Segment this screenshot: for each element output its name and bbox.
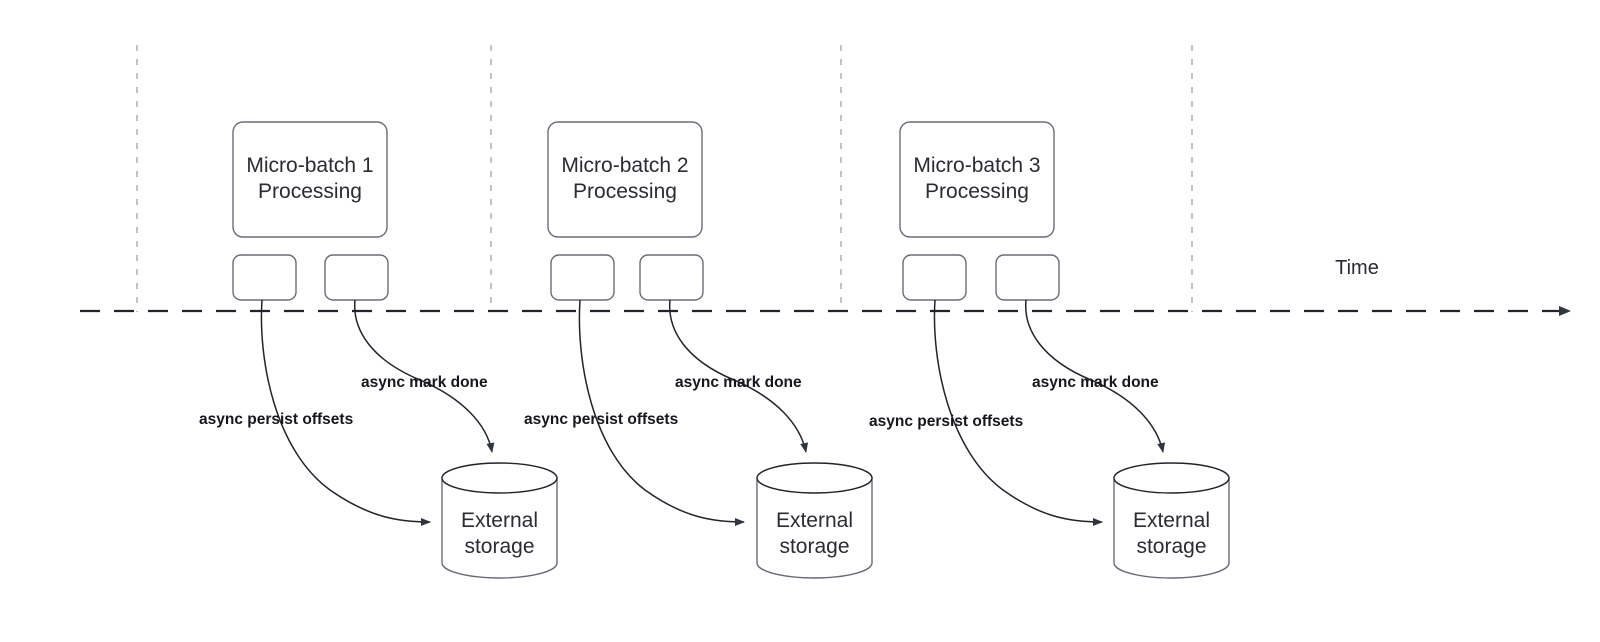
edge-mark-done-1 (354, 299, 495, 453)
process-box-1-line1: Micro-batch 1 (246, 154, 373, 177)
task-box-markdone-1[interactable] (324, 254, 389, 301)
external-storage-2-line1: External (776, 509, 853, 532)
micro-batch-group-1: Micro-batch 1 Processing async persist o… (199, 121, 558, 579)
micro-batch-group-2: Micro-batch 2 Processing async persist o… (524, 121, 873, 579)
task-box-markdone-2[interactable] (639, 254, 704, 301)
time-axis: Time (80, 257, 1571, 316)
process-box-3-line2: Processing (925, 180, 1029, 203)
edge-label-mark-done-2: async mark done (675, 374, 802, 391)
process-box-3[interactable] (899, 121, 1055, 238)
process-box-1[interactable] (232, 121, 388, 238)
process-box-2-line1: Micro-batch 2 (561, 154, 688, 177)
external-storage-1[interactable]: External storage (441, 462, 558, 579)
edge-persist-offsets-2 (578, 299, 745, 526)
external-storage-3[interactable]: External storage (1113, 462, 1230, 579)
external-storage-2[interactable]: External storage (756, 462, 873, 579)
edge-persist-offsets-3 (933, 299, 1103, 526)
micro-batch-group-3: Micro-batch 3 Processing async persist o… (869, 121, 1230, 579)
edge-label-mark-done-1: async mark done (361, 374, 488, 391)
external-storage-2-line2: storage (779, 535, 849, 558)
task-box-offsets-2[interactable] (550, 254, 615, 301)
edge-persist-offsets-1 (260, 299, 431, 526)
edge-label-mark-done-3: async mark done (1032, 374, 1159, 391)
time-axis-label: Time (1335, 257, 1379, 279)
process-box-2[interactable] (547, 121, 703, 238)
external-storage-3-line2: storage (1136, 535, 1206, 558)
external-storage-1-line2: storage (464, 535, 534, 558)
edge-label-persist-offsets-1: async persist offsets (199, 411, 353, 428)
task-box-offsets-3[interactable] (902, 254, 967, 301)
edge-mark-done-3 (1025, 299, 1166, 453)
task-box-offsets-1[interactable] (232, 254, 297, 301)
edge-label-persist-offsets-3: async persist offsets (869, 413, 1023, 430)
task-box-markdone-3[interactable] (995, 254, 1060, 301)
edge-label-persist-offsets-2: async persist offsets (524, 411, 678, 428)
external-storage-3-line1: External (1133, 509, 1210, 532)
process-box-2-line2: Processing (573, 180, 677, 203)
process-box-3-line1: Micro-batch 3 (913, 154, 1040, 177)
edge-mark-done-2 (668, 299, 809, 453)
external-storage-1-line1: External (461, 509, 538, 532)
batch-boundaries (136, 45, 1193, 312)
process-box-1-line2: Processing (258, 180, 362, 203)
